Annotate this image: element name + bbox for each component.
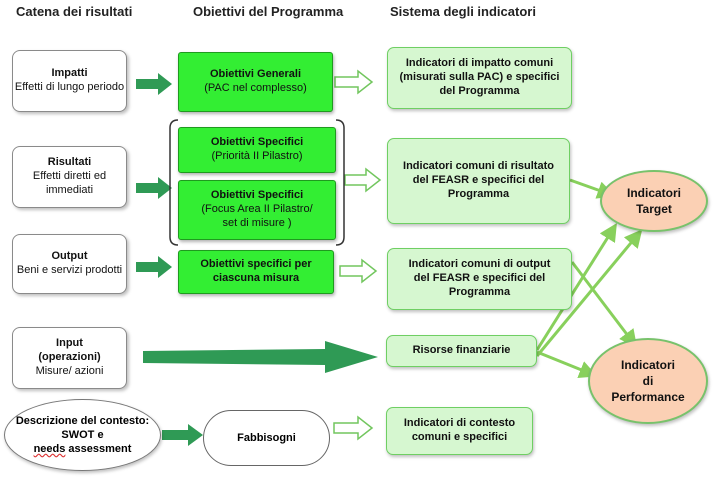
performance-line3: Performance	[611, 390, 685, 405]
box-obiettivi-specifici-focus: Obiettivi Specifici (Focus Area II Pilas…	[178, 180, 336, 240]
contesto-line3: needs assessment	[33, 443, 132, 456]
bracket-right	[335, 119, 345, 246]
box-indicatori-impatto: Indicatori di impatto comuni (misurati s…	[387, 47, 572, 109]
arrow-specifici	[344, 167, 382, 193]
arrow-fabbisogni	[333, 415, 374, 441]
arrow-risultati	[136, 177, 172, 199]
generali-title: Obiettivi Generali	[209, 68, 302, 81]
specifici1-desc: (Priorità II Pilastro)	[211, 150, 303, 162]
ellipse-contesto: Descrizione del contesto: SWOT e needs a…	[4, 399, 161, 471]
specifici1-title: Obiettivi Specifici	[210, 136, 304, 149]
input-subtitle: (operazioni)	[38, 351, 101, 364]
fabbisogni-title: Fabbisogni	[237, 432, 296, 444]
box-output: Output Beni e servizi prodotti	[12, 234, 127, 294]
indicatori-impatto-text: Indicatori di impatto comuni (misurati s…	[399, 57, 560, 97]
arrow-contesto	[162, 424, 203, 446]
input-desc: Misure/ azioni	[35, 364, 104, 377]
indicatori-output-text: Indicatori comuni di output del FEASR e …	[408, 258, 551, 298]
box-risultati: Risultati Effetti diretti ed immediati	[12, 146, 127, 208]
misura-title: Obiettivi specifici per ciascuna misura	[200, 258, 312, 284]
performance-line1: Indicatori	[620, 357, 675, 372]
target-line2: Target	[636, 202, 672, 216]
output-desc: Beni e servizi prodotti	[16, 264, 123, 276]
box-input: Input (operazioni) Misure/ azioni	[12, 327, 127, 389]
box-impatti: Impatti Effetti di lungo periodo	[12, 50, 127, 112]
line-risorse-performance	[536, 350, 598, 378]
line-risorse-target	[535, 222, 617, 351]
ellipse-indicatori-target: Indicatori Target	[600, 170, 708, 232]
ellipse-indicatori-performance: Indicatori di Performance	[588, 338, 708, 424]
impatti-title: Impatti	[51, 67, 88, 80]
box-risorse-finanziarie: Risorse finanziarie	[386, 335, 537, 367]
box-indicatori-output: Indicatori comuni di output del FEASR e …	[387, 248, 572, 310]
target-line1: Indicatori	[626, 185, 681, 200]
arrow-input	[143, 341, 378, 373]
indicatori-risultato-text: Indicatori comuni di risultato del FEASR…	[403, 160, 554, 200]
arrow-generali	[334, 69, 374, 95]
arrow-output	[136, 256, 172, 278]
specifici2-desc: (Focus Area II Pilastro/ set di misure )	[201, 203, 313, 229]
arrow-misura	[339, 258, 378, 284]
box-indicatori-contesto: Indicatori di contesto comuni e specific…	[386, 407, 533, 455]
risorse-text: Risorse finanziarie	[412, 344, 511, 357]
box-indicatori-risultato: Indicatori comuni di risultato del FEASR…	[387, 138, 570, 224]
performance-line2: di	[642, 373, 654, 388]
header-catena: Catena dei risultati	[16, 4, 133, 19]
arrow-impatti	[136, 73, 172, 95]
bracket-left	[169, 119, 179, 246]
header-indicatori: Sistema degli indicatori	[390, 4, 536, 19]
impatti-desc: Effetti di lungo periodo	[14, 81, 125, 93]
risultati-desc: Effetti diretti ed immediati	[32, 170, 107, 196]
contesto-line1: Descrizione del contesto:	[15, 414, 150, 427]
contesto-line2: SWOT e	[61, 428, 104, 441]
box-obiettivi-generali: Obiettivi Generali (PAC nel complesso)	[178, 52, 333, 112]
line-risorse-target2	[535, 229, 643, 357]
box-obiettivi-misura: Obiettivi specifici per ciascuna misura	[178, 250, 334, 294]
pill-fabbisogni: Fabbisogni	[203, 410, 330, 466]
box-obiettivi-specifici-priorita: Obiettivi Specifici (Priorità II Pilastr…	[178, 127, 336, 173]
output-title: Output	[51, 250, 88, 263]
header-obiettivi: Obiettivi del Programma	[193, 4, 344, 19]
indicatori-contesto-text: Indicatori di contesto comuni e specific…	[403, 417, 516, 443]
generali-desc: (PAC nel complesso)	[204, 82, 307, 94]
input-title: Input	[56, 337, 83, 350]
risultati-title: Risultati	[47, 156, 92, 169]
specifici2-title: Obiettivi Specifici	[210, 189, 304, 202]
